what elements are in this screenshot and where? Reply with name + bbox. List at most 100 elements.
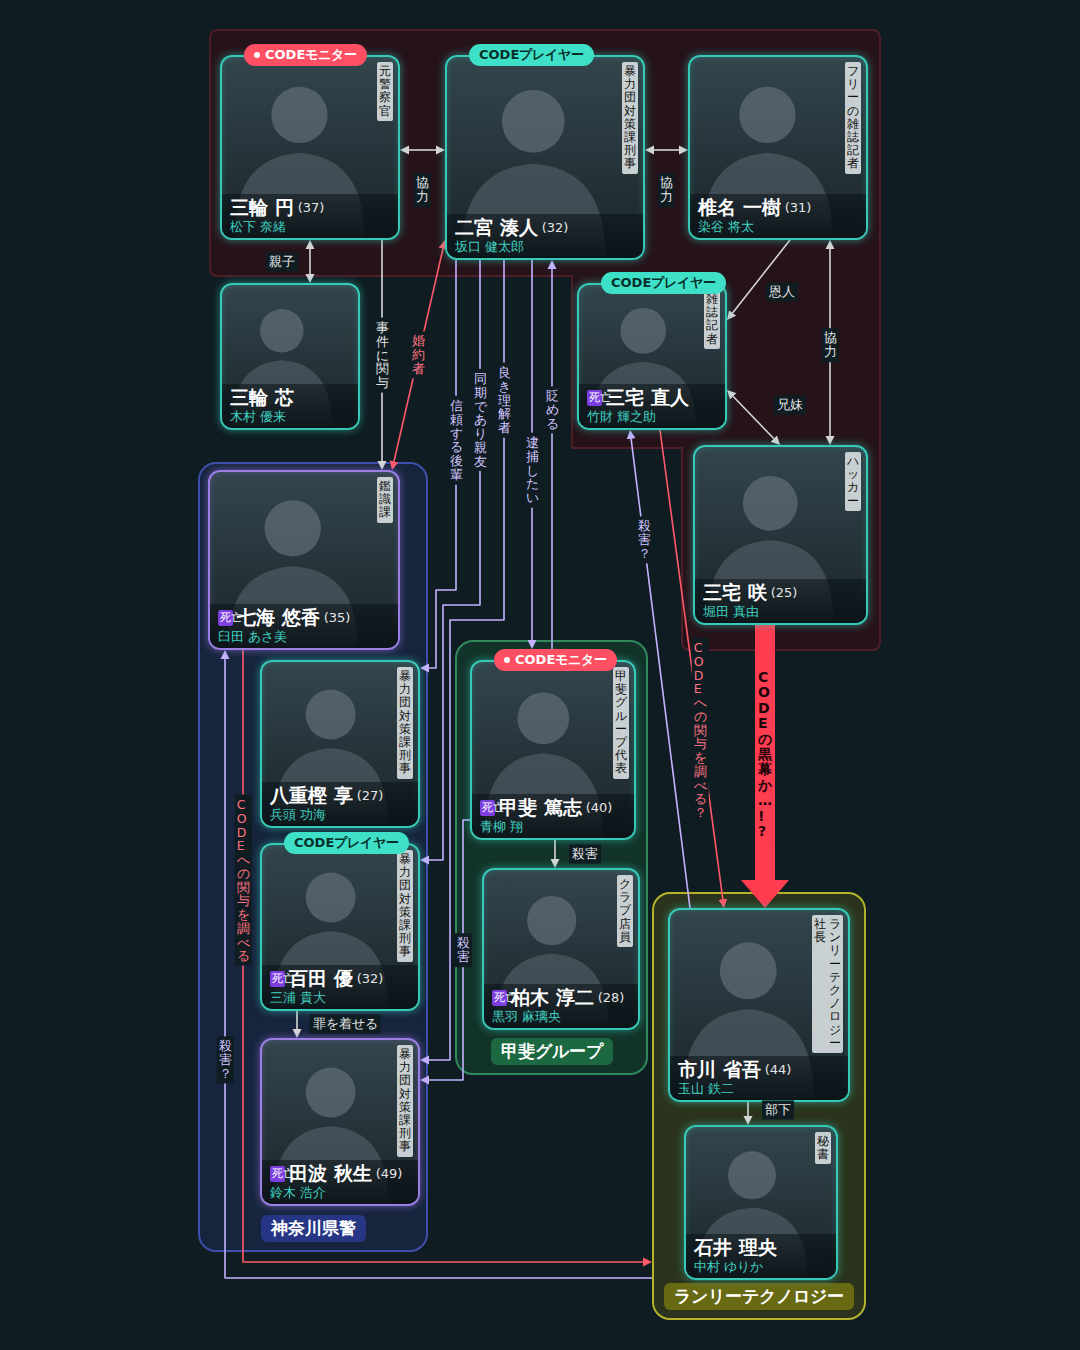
character-name: 八重樫 享 bbox=[270, 785, 353, 807]
portrait-head bbox=[728, 1151, 776, 1199]
name-row: 三宅 咲(25) bbox=[703, 582, 858, 604]
portrait-head bbox=[527, 896, 576, 945]
relation-connector bbox=[409, 149, 436, 151]
name-bar: 市川 省吾 (44) 玉山 鉄二 bbox=[670, 1056, 848, 1100]
role-text: 暴力団対策課 刑事 bbox=[399, 1048, 411, 1154]
code-badge: CODEプレイヤー bbox=[469, 44, 594, 66]
character-card: CODEモニター甲斐グループ 代表死亡甲斐 篤志(40)青柳 翔 bbox=[470, 660, 636, 840]
portrait-head bbox=[265, 500, 321, 556]
name-bar: 三宅 咲(25)堀田 真由 bbox=[695, 579, 866, 623]
character-card: 暴力団対策課 刑事死亡田波 秋生(49)鈴木 浩介 bbox=[260, 1038, 420, 1206]
group-label-holder: 神奈川県警 bbox=[200, 1215, 426, 1242]
connector-label: 良き理解者 bbox=[496, 363, 513, 438]
portrait-head bbox=[271, 87, 327, 143]
connector-label: 親子 bbox=[266, 253, 298, 272]
character-name: 椎名 一樹 bbox=[698, 197, 781, 219]
name-bar: 二宮 湊人(32)坂口 健太郎 bbox=[447, 214, 643, 258]
portrait-head bbox=[739, 87, 795, 143]
character-card: フリーの雑誌記者椎名 一樹(31)染谷 将太 bbox=[688, 55, 868, 240]
character-card: CODEプレイヤー雑誌記者死亡三宅 直人竹財 輝之助 bbox=[577, 283, 727, 430]
connector-label: 恩人 bbox=[766, 283, 798, 302]
name-row: 死亡柏木 淳二(28) bbox=[492, 987, 630, 1009]
character-name: 市川 省吾 bbox=[678, 1059, 761, 1081]
character-card: CODEモニター元警察官三輪 円(37)松下 奈緒 bbox=[220, 55, 400, 240]
actor-name: 坂口 健太郎 bbox=[455, 239, 635, 254]
group-region: 甲斐グループCODEモニター甲斐グループ 代表死亡甲斐 篤志(40)青柳 翔クラ… bbox=[455, 640, 648, 1075]
role-text: 秘書 bbox=[817, 1135, 829, 1161]
role-text: 暴力団対策課 刑事 bbox=[399, 853, 411, 959]
character-age: (49) bbox=[376, 1167, 403, 1182]
name-row: 死亡七海 悠香(35) bbox=[218, 607, 390, 629]
connector-label: 罪を着せる bbox=[310, 1015, 381, 1034]
character-age: (27) bbox=[357, 789, 384, 804]
relation-connector bbox=[551, 269, 553, 649]
deceased-badge: 死亡 bbox=[270, 1166, 285, 1182]
bold-arrow bbox=[755, 625, 775, 880]
name-bar: 死亡百田 優(32)三浦 貴大 bbox=[262, 965, 418, 1009]
connector-label: 同期であり親友 bbox=[472, 369, 489, 471]
name-row: 石井 理央 bbox=[694, 1237, 828, 1259]
actor-name: 玉山 鉄二 bbox=[678, 1081, 840, 1096]
relation-connector bbox=[654, 149, 679, 151]
character-age: (31) bbox=[785, 201, 812, 216]
role-text: フリーの雑誌記者 bbox=[847, 65, 859, 171]
character-card: 暴力団対策課 刑事八重樫 享(27)兵頭 功海 bbox=[260, 660, 420, 828]
actor-name: 三浦 貴大 bbox=[270, 990, 410, 1005]
connector-label: 殺害？ bbox=[636, 516, 653, 563]
relation-connector bbox=[554, 840, 556, 859]
portrait-head bbox=[743, 476, 798, 531]
character-card: 三輪 芯木村 優来 bbox=[220, 283, 360, 430]
role-strip: 暴力団対策課 刑事 bbox=[622, 62, 638, 174]
group-label-holder: 甲斐グループ bbox=[457, 1038, 646, 1065]
role-text: 甲斐グループ 代表 bbox=[615, 670, 627, 776]
role-text: ハッカー bbox=[847, 455, 859, 508]
relation-connector bbox=[733, 396, 774, 438]
connector-label: CODEの黒幕か…!? bbox=[756, 667, 774, 842]
actor-name: 竹財 輝之助 bbox=[587, 409, 717, 424]
name-row: 死亡百田 優(32) bbox=[270, 968, 410, 990]
character-name: 百田 優 bbox=[289, 968, 353, 990]
portrait-head bbox=[720, 942, 777, 999]
group-label: 甲斐グループ bbox=[491, 1038, 613, 1065]
portrait-head bbox=[306, 1068, 356, 1118]
character-age: (37) bbox=[298, 201, 325, 216]
connector-label: 協力 bbox=[822, 328, 839, 362]
deceased-badge: 死亡 bbox=[270, 971, 285, 987]
connector-label: 部下 bbox=[762, 1101, 794, 1120]
portrait-head bbox=[502, 90, 565, 153]
name-row: 死亡甲斐 篤志(40) bbox=[480, 797, 626, 819]
relation-connector bbox=[296, 1011, 298, 1029]
name-bar: 三輪 芯木村 優来 bbox=[222, 384, 358, 428]
relation-connector bbox=[225, 659, 652, 1278]
character-age: (28) bbox=[598, 991, 625, 1006]
connector-label: 兄妹 bbox=[774, 396, 806, 415]
character-name: 石井 理央 bbox=[694, 1237, 777, 1259]
character-name: 三輪 円 bbox=[230, 197, 294, 219]
actor-name: 堀田 真由 bbox=[703, 604, 858, 619]
group-label-holder: ランリーテクノロジー bbox=[654, 1283, 864, 1310]
code-badge: CODEプレイヤー bbox=[284, 832, 409, 854]
connector-label: 殺害 bbox=[455, 933, 472, 967]
badge-text: CODEプレイヤー bbox=[611, 274, 716, 292]
actor-name: 黒羽 麻璃央 bbox=[492, 1009, 630, 1024]
name-row: 椎名 一樹 (31) bbox=[698, 197, 858, 219]
badge-dot bbox=[254, 52, 260, 58]
role-strip: クラブ店員 bbox=[617, 875, 633, 947]
code-badge: CODEモニター bbox=[244, 44, 367, 66]
name-bar: 三輪 円(37)松下 奈緒 bbox=[222, 194, 398, 238]
role-strip: 鑑識課 bbox=[377, 477, 393, 523]
character-age: (44) bbox=[765, 1063, 792, 1078]
character-name: 田波 秋生 bbox=[289, 1163, 372, 1185]
portrait-head bbox=[306, 873, 356, 923]
connector-label: 協力 bbox=[658, 173, 675, 207]
character-name: 三宅 直人 bbox=[606, 387, 689, 409]
name-row: 死亡田波 秋生 (49) bbox=[270, 1163, 410, 1185]
role-text: クラブ店員 bbox=[619, 878, 631, 944]
character-name: 二宮 湊人 bbox=[455, 217, 538, 239]
connector-label: 信頼する後輩 bbox=[448, 396, 465, 485]
connector-label: CODEへの関与を調べる？ bbox=[692, 638, 709, 823]
name-row: 三輪 芯 bbox=[230, 387, 350, 409]
name-bar: 椎名 一樹(31)染谷 将太 bbox=[690, 194, 866, 238]
character-card: 鑑識課死亡七海 悠香(35)臼田 あさ美 bbox=[208, 470, 400, 650]
deceased-badge: 死亡 bbox=[480, 800, 495, 816]
